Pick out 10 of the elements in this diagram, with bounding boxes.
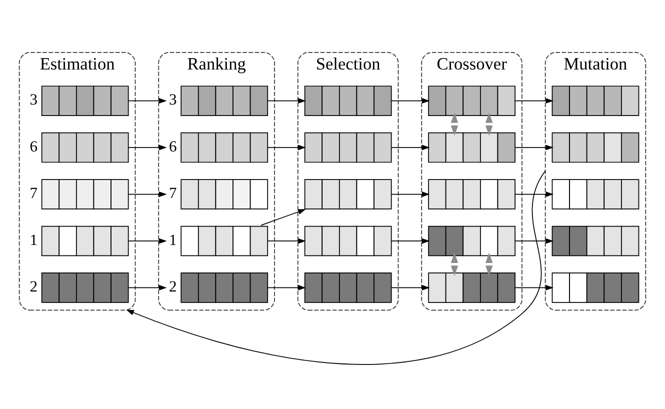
node-label: 6 (30, 138, 38, 155)
node-label: 6 (168, 138, 177, 155)
node-label: 2 (168, 278, 177, 295)
node-label: 3 (168, 91, 177, 108)
node-label: 7 (168, 184, 177, 202)
node-label: 7 (30, 184, 38, 202)
node-label: 1 (30, 231, 38, 248)
node-label: 3 (30, 91, 38, 108)
node-label: 1 (168, 231, 177, 248)
node-label: 2 (30, 278, 38, 295)
